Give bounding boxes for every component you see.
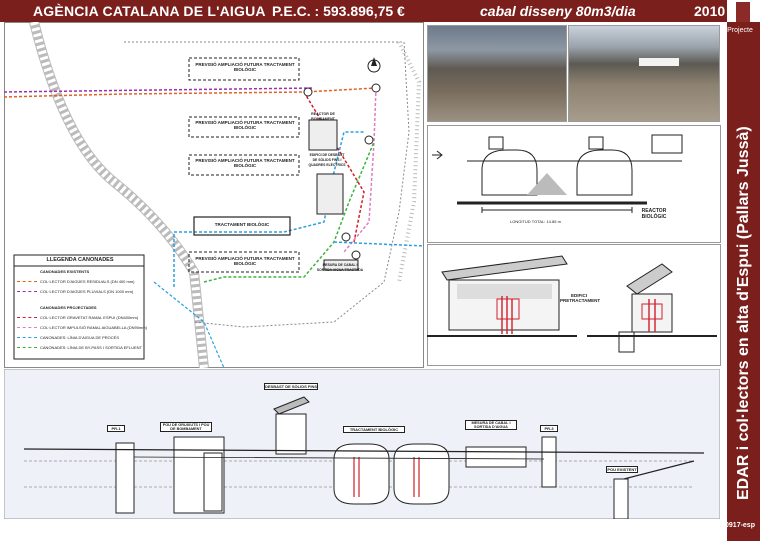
profile-screening-label: DESBAST DE SÒLIDS FINS	[264, 383, 318, 390]
site-photo-2	[568, 25, 720, 122]
site-plan	[4, 22, 424, 368]
organization-title: AGÈNCIA CATALANA DE L'AIGUA	[33, 3, 266, 19]
design-flow-label: cabal disseny 80m3/dia	[480, 3, 636, 19]
total-length-label: LONGITUD TOTAL: 14.85 m	[510, 219, 561, 224]
profile-biological-label: TRACTAMENT BIOLÒGIC	[343, 426, 405, 433]
future-biological-box-3: PREVISIÓ AMPLIACIÓ FUTURA TRACTAMENT BIO…	[195, 158, 295, 168]
legend-swatch-impulsion	[17, 327, 37, 328]
pretreatment-label: EDIFICI PRETRACTAMENT	[560, 293, 601, 303]
screening-building-label: EDIFICI DE DESBAST DE SÒLIDS FINS I QUAD…	[308, 153, 346, 167]
pump-reactor-label: REACTOR DE BOMBAMENT	[311, 112, 335, 121]
title-bar	[0, 0, 727, 22]
future-biological-box-1: PREVISIÓ AMPLIACIÓ FUTURA TRACTAMENT BIO…	[195, 62, 295, 72]
project-title-vertical: EDAR i col·lectors en alta d'Espui (Pall…	[735, 126, 753, 500]
profile-existing-well-label: POU EXISTENT	[606, 466, 638, 473]
budget-label: P.E.C. : 593.896,75 €	[272, 3, 405, 19]
legend-item-bypass: CANONADES: LÍNIA DE BY-PASS I SORTIDA EF…	[40, 345, 142, 350]
legend-swatch-process	[17, 337, 37, 338]
legend-swatch-residual	[17, 281, 37, 282]
legend-item-process: CANONADES: LÍNIA D'AIGUA DE PROCÉS	[40, 335, 120, 340]
profile-pump-well-label: POU DE GRUIXUTS I POU DE BOMBAMENT	[160, 422, 212, 432]
legend-swatch-gravity	[17, 317, 37, 318]
side-strip	[727, 22, 760, 510]
legend-swatch-pluvial	[17, 291, 37, 292]
legend-existing-header: CANONADES EXISTENTS	[40, 269, 90, 274]
drawing-code: 0917-esp	[725, 522, 755, 529]
code-strip	[727, 510, 760, 541]
profile-pr3-label: PR-3	[540, 425, 558, 432]
legend-projected-header: CANONADES PROJECTADES	[40, 305, 97, 310]
profile-pr1-label: PR-1	[107, 425, 125, 432]
legend-item-gravity: COL·LECTOR GRAVETAT RAMAL ESPUI (DN400mm…	[40, 315, 139, 320]
flow-measurement-label: MESURA DE CABAL I SORTIDA AIGUA TRACTADA	[316, 263, 364, 272]
future-biological-box-4: PREVISIÓ AMPLIACIÓ FUTURA TRACTAMENT BIO…	[195, 256, 295, 266]
future-biological-box-2: PREVISIÓ AMPLIACIÓ FUTURA TRACTAMENT BIO…	[195, 120, 295, 130]
profile-flow-measurement-label: MESURA DE CABAL I SORTIDA D'AIGUA	[465, 420, 517, 430]
legend-swatch-bypass	[17, 347, 37, 348]
reactor-label: REACTOR BIOLÒGIC	[641, 208, 667, 220]
pretreatment-building-drawing	[427, 244, 721, 366]
legend-item-residual: COL·LECTOR D'AIGÜES RESIDUALS (DN 400 mm…	[40, 279, 135, 284]
site-photo-1	[427, 25, 567, 122]
project-label: Projecte	[727, 27, 753, 34]
legend-item-pluvial: COL·LECTOR D'AIGÜES PLUVIALS (DN 1000 mm…	[40, 289, 134, 294]
reactor-section-drawing	[427, 125, 721, 243]
legend-item-impulsion: COL·LECTOR IMPULSIÓ RAMAL AIGUABELLA (DN…	[40, 325, 147, 330]
logo	[736, 2, 750, 24]
longitudinal-profile	[4, 369, 720, 519]
legend-title: LLEGENDA CANONADES	[46, 257, 114, 263]
year-label: 2010	[694, 3, 726, 19]
biological-treatment-box: TRACTAMENT BIOLÒGIC	[214, 222, 270, 227]
